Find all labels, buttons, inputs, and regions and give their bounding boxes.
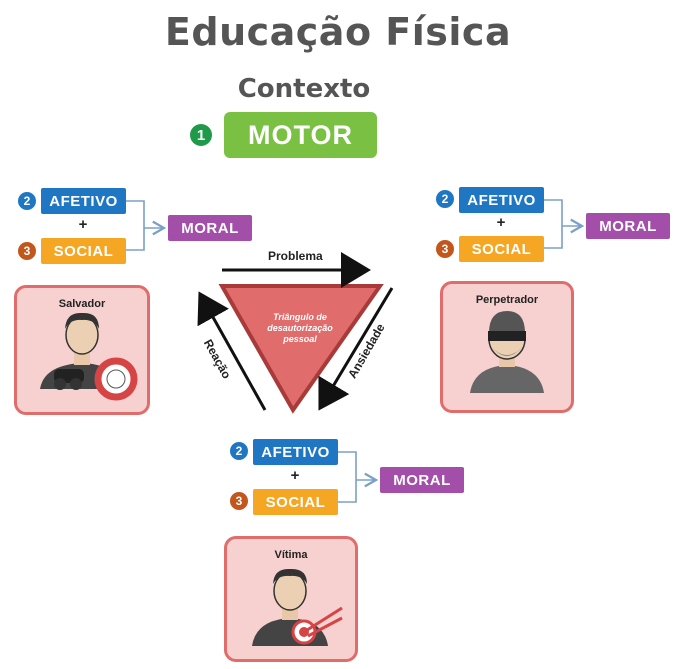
- bottom-social-tag: SOCIAL: [253, 489, 338, 515]
- left-social-number: 3: [18, 242, 36, 260]
- triangle-center-text: Triângulo de desautorização pessoal: [267, 312, 333, 344]
- bottom-bracket: [338, 451, 379, 503]
- bottom-afetivo-number: 2: [230, 442, 248, 460]
- right-afetivo-number: 2: [436, 190, 454, 208]
- motor-number-badge: 1: [190, 124, 212, 146]
- victim-person-icon: [252, 568, 343, 646]
- page-subtitle: Contexto: [237, 74, 371, 104]
- right-plus: +: [496, 214, 506, 231]
- perpetrador-card: Perpetrador: [440, 281, 574, 413]
- right-afetivo-tag: AFETIVO: [459, 187, 544, 213]
- right-social-number: 3: [436, 240, 454, 258]
- arrow-reacao: [197, 291, 267, 411]
- page-title: Educação Física: [164, 10, 512, 54]
- left-social-tag: SOCIAL: [41, 238, 126, 264]
- arrow-ansiedade: [318, 287, 394, 411]
- perpetrador-label: Perpetrador: [475, 294, 539, 306]
- bottom-social-number: 3: [230, 492, 248, 510]
- bottom-moral-tag: MORAL: [380, 467, 464, 493]
- left-afetivo-tag: AFETIVO: [41, 188, 126, 214]
- salvador-card: Salvador: [14, 285, 150, 415]
- right-bracket: [544, 199, 585, 249]
- vitima-card: Vítima: [224, 536, 358, 662]
- left-plus: +: [78, 216, 88, 233]
- salvador-label: Salvador: [58, 298, 106, 310]
- left-bracket: [126, 200, 167, 251]
- right-moral-tag: MORAL: [586, 213, 670, 239]
- bottom-afetivo-tag: AFETIVO: [253, 439, 338, 465]
- triangle-shape: [218, 284, 384, 414]
- bottom-plus: +: [290, 467, 300, 484]
- motor-box: MOTOR: [224, 112, 377, 158]
- label-problema: Problema: [268, 249, 323, 263]
- left-moral-tag: MORAL: [168, 215, 252, 241]
- salvador-person-icon: [40, 312, 138, 401]
- left-afetivo-number: 2: [18, 192, 36, 210]
- right-social-tag: SOCIAL: [459, 236, 544, 262]
- thief-person-icon: [470, 311, 544, 393]
- vitima-label: Vítima: [274, 549, 308, 561]
